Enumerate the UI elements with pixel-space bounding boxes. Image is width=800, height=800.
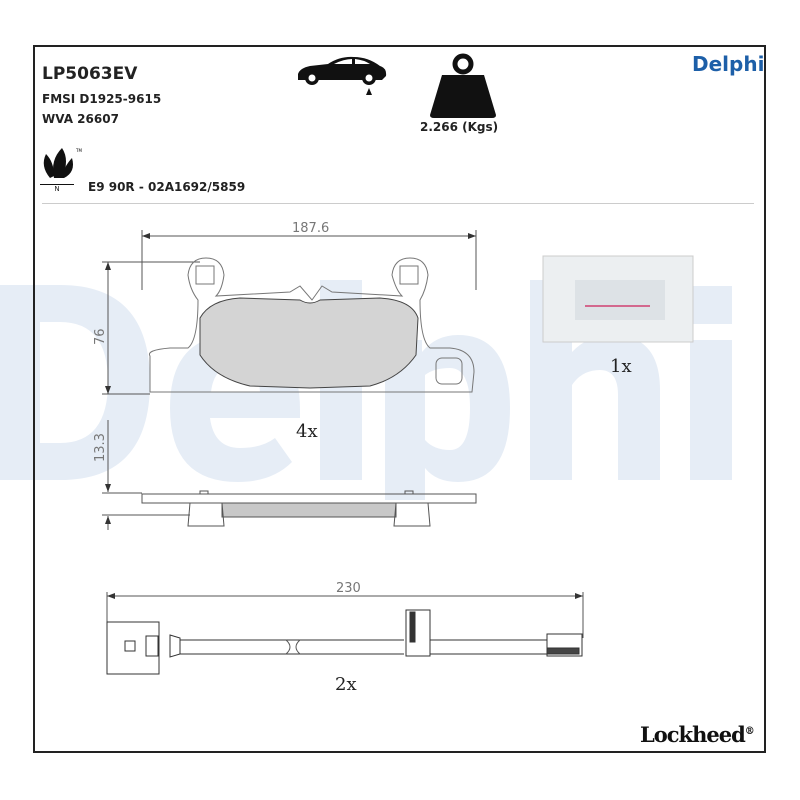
car-rear-axle-icon <box>298 56 387 95</box>
wva-code: WVA 26607 <box>42 112 119 126</box>
sensor-length-label: 230 <box>336 581 361 596</box>
pad-height-dimension <box>102 261 200 395</box>
eco-label: N <box>54 185 60 193</box>
leaf-eco-icon: N TM <box>40 146 82 193</box>
wear-sensor-drawing <box>106 609 583 675</box>
accessory-quantity: 1x <box>610 356 632 377</box>
watermark-letter-p <box>385 335 510 500</box>
spec-sheet-frame <box>33 45 766 753</box>
watermark-letter-i-stem <box>690 340 732 480</box>
weight-icon <box>430 53 496 118</box>
lockheed-logo: Lockheed® <box>640 722 755 747</box>
fmsi-code: FMSI D1925-9615 <box>42 92 162 106</box>
pad-thickness-dimension <box>102 420 190 530</box>
delphi-logo: Delphi <box>692 52 765 76</box>
pad-width-dimension <box>141 230 477 290</box>
brake-pad-side-view <box>141 490 477 527</box>
brake-pad-front-view <box>148 257 475 393</box>
lockheed-logo-text: Lockheed <box>640 722 746 747</box>
registered-mark: ® <box>744 726 755 737</box>
watermark-letter-d <box>0 285 150 480</box>
pad-width-label: 187.6 <box>292 221 329 236</box>
eco-mark: TM <box>76 148 82 153</box>
pad-thickness-label: 13.3 <box>93 433 108 462</box>
approval-number: E9 90R - 02A1692/5859 <box>88 180 246 194</box>
accessory-sachet-image <box>542 255 694 343</box>
watermark-letter-i-dot <box>690 286 732 324</box>
pad-quantity: 4x <box>296 421 318 442</box>
part-number: LP5063EV <box>42 64 138 84</box>
sensor-length-dimension <box>106 592 584 638</box>
header-divider <box>42 203 754 204</box>
weight-value: 2.266 (Kgs) <box>420 120 499 134</box>
sensor-quantity: 2x <box>335 674 357 695</box>
pad-height-label: 76 <box>93 328 108 345</box>
